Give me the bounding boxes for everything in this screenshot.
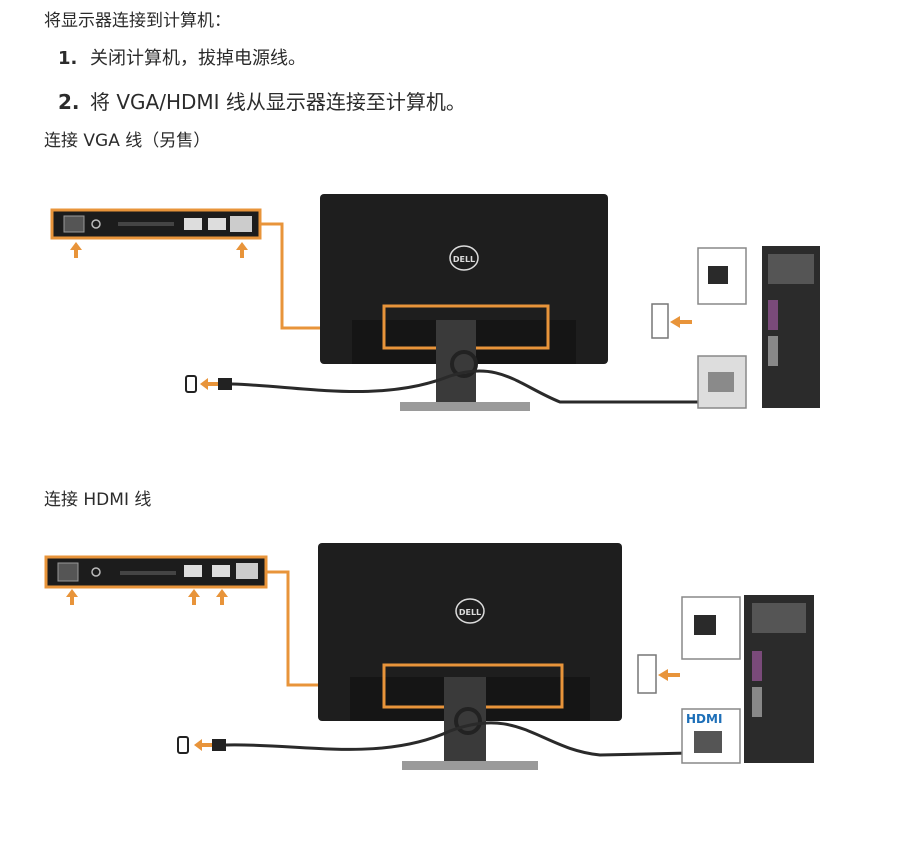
dell-logo-text: DELL [459, 608, 481, 617]
pc-tower-icon [744, 595, 814, 763]
power-plug-icon [212, 739, 226, 751]
vga-connection-diagram: DELL [50, 194, 820, 411]
monitor-back-panel-inset [44, 555, 268, 589]
up-arrow-icon [66, 589, 78, 605]
dell-logo-icon [449, 245, 479, 271]
dell-logo-icon [455, 598, 485, 624]
monitor-back-panel-inset [50, 208, 262, 240]
hdmi-connection-diagram: DELL HDMI [44, 543, 814, 770]
up-arrow-icon [216, 589, 228, 605]
power-plug-icon [218, 378, 232, 390]
vga-connector-inset [697, 355, 747, 409]
step-2-number: 2. [58, 90, 80, 114]
cable [231, 369, 700, 404]
hdmi-badge: HDMI [686, 712, 722, 726]
step-1-text: 关闭计算机，拔掉电源线。 [90, 48, 306, 69]
monitor-rear-view: DELL [318, 543, 622, 770]
wall-outlet-icon [185, 375, 197, 393]
wall-outlet-icon [651, 303, 669, 339]
hdmi-section-heading: 连接 HDMI 线 [44, 490, 152, 510]
cable [225, 721, 691, 757]
left-arrow-icon [658, 669, 680, 681]
pc-tower-icon [762, 246, 820, 408]
up-arrow-icon [188, 589, 200, 605]
intro-text: 将显示器连接到计算机： [44, 11, 231, 31]
wall-outlet-icon [637, 654, 657, 694]
up-arrow-icon [236, 242, 248, 258]
left-arrow-icon [194, 739, 212, 751]
left-arrow-icon [670, 316, 692, 328]
wall-outlet-icon [177, 736, 189, 754]
up-arrow-icon [70, 242, 82, 258]
dell-logo-text: DELL [453, 255, 475, 264]
monitor-rear-view: DELL [320, 194, 608, 411]
step-2: 2. 将 VGA/HDMI 线从显示器连接至计算机。 [58, 86, 466, 115]
step-1-number: 1. [58, 48, 78, 69]
left-arrow-icon [200, 378, 218, 390]
step-2-text: 将 VGA/HDMI 线从显示器连接至计算机。 [90, 90, 466, 114]
vga-section-heading: 连接 VGA 线（另售） [44, 131, 211, 151]
step-1: 1. 关闭计算机，拔掉电源线。 [58, 44, 306, 70]
